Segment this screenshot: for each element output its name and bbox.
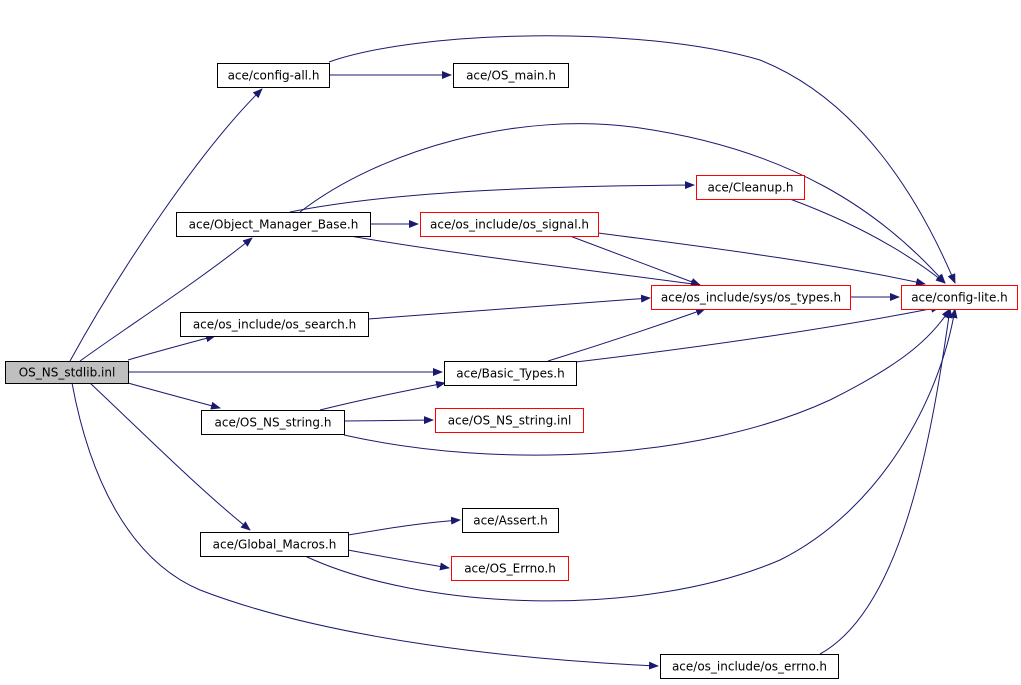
node-box (696, 175, 805, 200)
node-label: OS_NS_stdlib.inl (19, 366, 116, 380)
node-object-manager-base[interactable]: ace/Object_Manager_Base.h (176, 212, 371, 237)
node-label: ace/OS_NS_string.inl (448, 414, 572, 428)
edge-root-to-config-all (69, 88, 263, 362)
node-assert[interactable]: ace/Assert.h (462, 508, 559, 533)
node-root: OS_NS_stdlib.inl (5, 361, 129, 384)
node-box (420, 212, 599, 237)
edge-config-all-to-config-lite (328, 35, 956, 284)
edge-global-macros-to-config-lite (304, 308, 958, 602)
edge-os-search-to-os-types (367, 294, 651, 320)
edge-root-to-os-search (127, 334, 216, 361)
node-box (901, 285, 1018, 310)
edge-basic-types-to-config-lite (575, 304, 941, 363)
node-box (201, 410, 345, 435)
node-box (217, 63, 330, 88)
node-label: ace/os_include/sys/os_types.h (661, 291, 841, 305)
node-box (453, 63, 569, 88)
node-os-ns-string[interactable]: ace/OS_NS_string.h (201, 410, 345, 435)
node-box (451, 556, 569, 581)
node-os-signal[interactable]: ace/os_include/os_signal.h (420, 212, 599, 237)
edge-basic-types-to-os-types (547, 308, 706, 362)
edge-os-ns-string-to-config-lite (343, 308, 951, 456)
node-os-errno[interactable]: ace/OS_Errno.h (451, 556, 569, 581)
node-os-include-errno[interactable]: ace/os_include/os_errno.h (660, 654, 839, 679)
node-global-macros[interactable]: ace/Global_Macros.h (200, 532, 349, 557)
node-label: ace/config-all.h (228, 69, 320, 83)
node-label: ace/config-lite.h (911, 291, 1008, 305)
node-box (435, 408, 584, 433)
node-label: ace/Global_Macros.h (213, 538, 337, 552)
node-box (180, 312, 369, 337)
node-label: ace/os_include/os_signal.h (430, 218, 589, 232)
edges-layer (69, 35, 958, 670)
node-label: ace/os_include/os_errno.h (672, 660, 827, 674)
edge-root-to-global-macros (89, 382, 251, 531)
node-os-ns-string-inl[interactable]: ace/OS_NS_string.inl (435, 408, 584, 433)
edge-object-manager-base-to-os-types (349, 235, 701, 288)
edge-root-to-object-manager-base (79, 237, 253, 362)
edge-root-to-os-ns-string (127, 382, 221, 410)
node-config-all[interactable]: ace/config-all.h (217, 63, 330, 88)
node-label: ace/Cleanup.h (707, 181, 793, 195)
node-label: ace/Assert.h (473, 514, 548, 528)
node-label: ace/OS_Errno.h (464, 562, 556, 576)
node-cleanup[interactable]: ace/Cleanup.h (696, 175, 805, 200)
node-box (176, 212, 371, 237)
edge-os-ns-string-to-os-ns-string-inl (343, 416, 434, 425)
node-os-main[interactable]: ace/OS_main.h (453, 63, 569, 88)
edge-os-include-errno-to-config-lite (819, 308, 953, 655)
node-os-search[interactable]: ace/os_include/os_search.h (180, 312, 369, 337)
node-os-types[interactable]: ace/os_include/sys/os_types.h (651, 285, 851, 310)
node-label: ace/os_include/os_search.h (193, 318, 356, 332)
edge-object-manager-base-to-config-lite (299, 123, 946, 284)
node-basic-types[interactable]: ace/Basic_Types.h (444, 361, 577, 386)
node-label: ace/Basic_Types.h (456, 367, 564, 381)
edge-global-macros-to-assert (347, 516, 461, 536)
edge-os-ns-string-to-basic-types (319, 380, 446, 411)
node-box (444, 361, 577, 386)
node-box (5, 361, 129, 384)
node-box (462, 508, 559, 533)
node-config-lite[interactable]: ace/config-lite.h (901, 285, 1018, 310)
node-label: ace/OS_main.h (466, 69, 556, 83)
node-label: ace/Object_Manager_Base.h (189, 218, 359, 232)
edge-cleanup-to-config-lite (789, 198, 946, 284)
edge-global-macros-to-os-errno (347, 549, 450, 571)
nodes-layer: OS_NS_stdlib.inl ace/config-all.h ace/OS_m… (5, 63, 1018, 679)
edge-os-signal-to-os-types (569, 235, 701, 286)
edge-root-to-os-include-errno (71, 382, 659, 670)
node-box (200, 532, 349, 557)
node-box (651, 285, 851, 310)
node-label: ace/OS_NS_string.h (215, 416, 332, 430)
edge-object-manager-base-to-cleanup (289, 181, 695, 213)
node-box (660, 654, 839, 679)
edge-os-signal-to-config-lite (597, 232, 926, 286)
